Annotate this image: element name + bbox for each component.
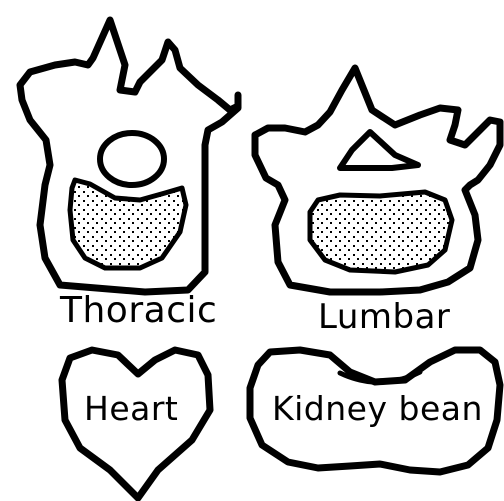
kidney-bean-label: Kidney bean <box>272 392 483 425</box>
thoracic-spinal-canal <box>100 133 164 185</box>
lumbar-label: Lumbar <box>318 300 450 334</box>
thoracic-label: Thoracic <box>60 293 217 329</box>
lumbar-vertebral-body <box>310 192 452 272</box>
heart-label: Heart <box>84 392 178 425</box>
